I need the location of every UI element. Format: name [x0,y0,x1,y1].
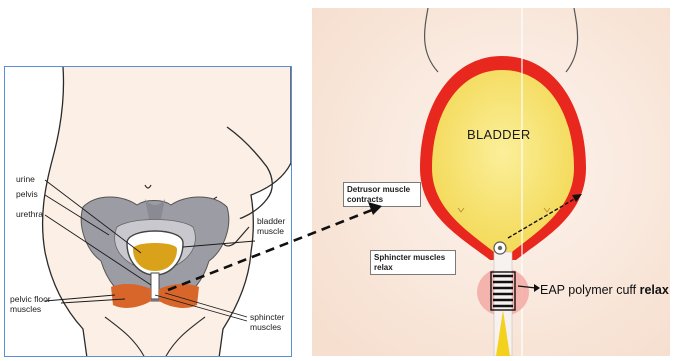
bladder-label: BLADDER [467,127,531,142]
detrusor-label-box: Detrusor muscle contracts [343,182,421,207]
label-urethra: urethra [16,210,43,220]
label-pelvis: pelvis [16,190,38,200]
sphincter-label-box: Sphincter muscles relax [370,250,456,275]
anatomy-panel: urine pelvis urethra bladder muscle pelv… [4,66,292,357]
sphincter-label-line-1: Sphincter muscles [374,253,452,263]
detrusor-label-line-2: contracts [347,195,417,205]
label-bladder-2: muscle [257,227,284,237]
detrusor-label-line-1: Detrusor muscle [347,185,417,195]
bladder-panel: BLADDER Detrusor muscle contracts Sphinc… [312,8,670,356]
eap-cuff-label-main: EAP polymer cuff [540,283,636,297]
label-sphincter-2: muscles [250,323,281,333]
sphincter-label-line-2: relax [374,263,452,273]
anatomy-illustration [5,67,292,357]
label-pelvic-floor-2: muscles [10,305,41,315]
sensor-dot [498,246,502,250]
eap-cuff-label-bold: relax [640,283,669,297]
label-urine: urine [16,175,35,185]
eap-cuff-label: EAP polymer cuff relax [540,283,669,297]
